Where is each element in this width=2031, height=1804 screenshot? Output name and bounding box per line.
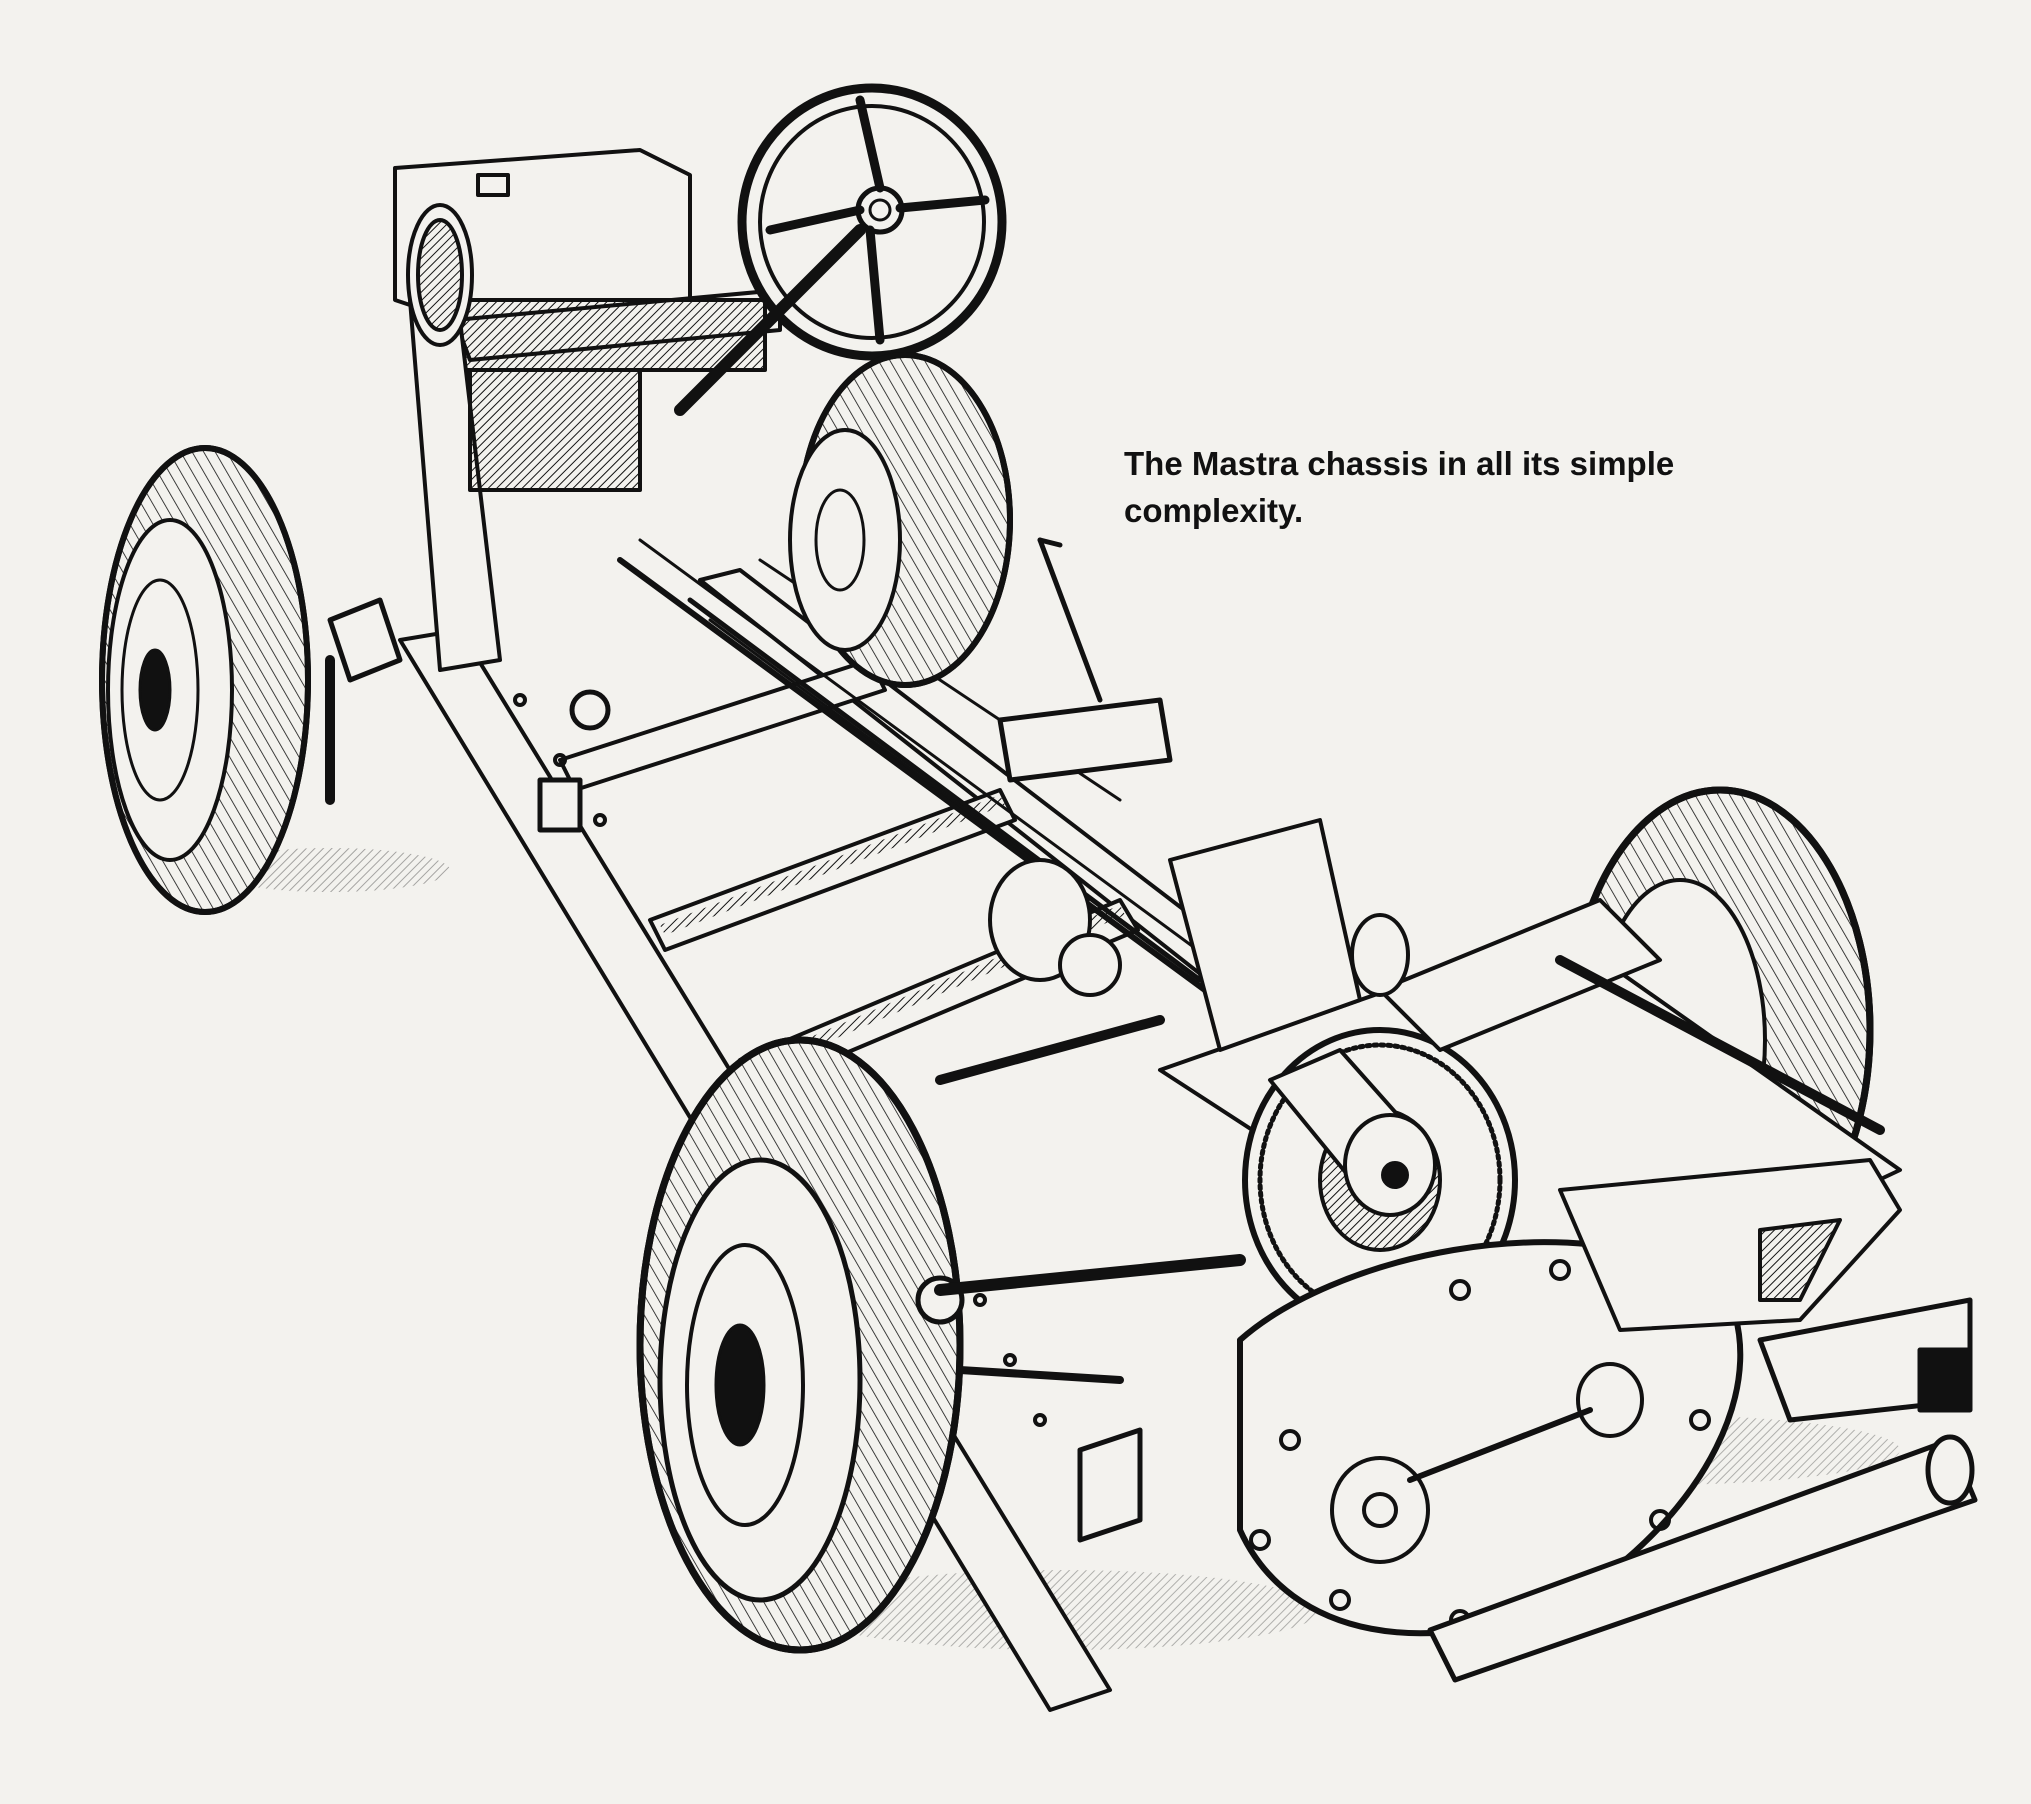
steering-wheel xyxy=(674,83,1007,416)
caption: The Mastra chassis in all its simple com… xyxy=(1124,440,1764,534)
front-left-wheel xyxy=(99,445,311,915)
cowl-assembly xyxy=(393,148,782,672)
rear-left-wheel xyxy=(636,1036,964,1654)
caption-line-1: The Mastra chassis in all its simple xyxy=(1124,445,1675,482)
front-right-wheel xyxy=(788,352,1013,688)
rear-crossmember xyxy=(934,955,1885,1384)
controls-linkage xyxy=(325,537,1173,1543)
caption-line-2: complexity. xyxy=(1124,492,1304,529)
exhaust-pipe xyxy=(1427,1297,1978,1683)
